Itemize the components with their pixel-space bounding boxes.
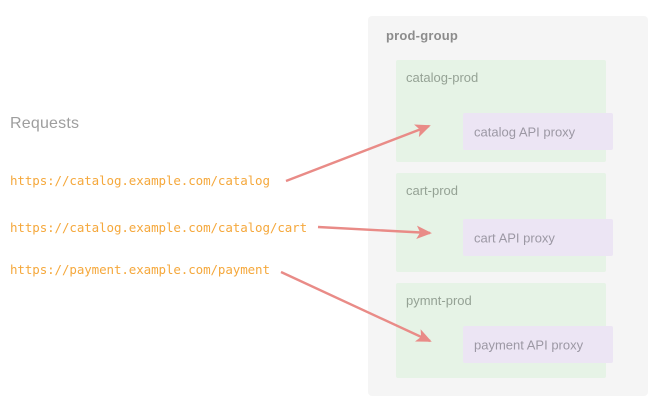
environment-label-cart-prod: cart-prod xyxy=(406,183,459,198)
environment-box-cart-prod: cart-prod cart API proxy xyxy=(396,173,613,272)
group-panel-prod-group: prod-group catalog-prod catalog API prox… xyxy=(368,16,648,396)
environment-label-pymnt-prod: pymnt-prod xyxy=(406,293,472,308)
request-url-payment: https://payment.example.com/payment xyxy=(10,262,270,277)
proxy-label-payment-api-proxy: payment API proxy xyxy=(474,337,584,352)
group-title: prod-group xyxy=(386,28,459,43)
environment-box-pymnt-prod: pymnt-prod payment API proxy xyxy=(396,283,613,378)
proxy-label-catalog-api-proxy: catalog API proxy xyxy=(474,124,576,139)
requests-heading: Requests xyxy=(10,115,80,132)
proxy-box-payment-api-proxy: payment API proxy xyxy=(463,326,613,363)
proxy-box-cart-api-proxy: cart API proxy xyxy=(463,219,613,256)
request-url-catalog: https://catalog.example.com/catalog xyxy=(10,173,270,188)
environment-box-catalog-prod: catalog-prod catalog API proxy xyxy=(396,60,613,162)
proxy-label-cart-api-proxy: cart API proxy xyxy=(474,230,555,245)
request-url-catalog-cart: https://catalog.example.com/catalog/cart xyxy=(10,220,308,235)
environment-label-catalog-prod: catalog-prod xyxy=(406,70,479,85)
proxy-box-catalog-api-proxy: catalog API proxy xyxy=(463,113,613,150)
